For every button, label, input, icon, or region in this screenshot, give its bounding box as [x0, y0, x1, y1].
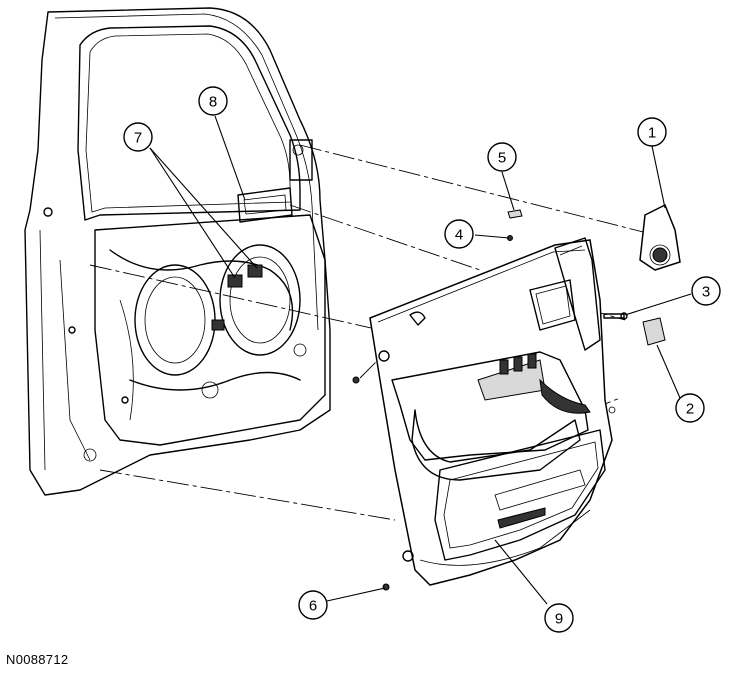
callout-circle [198, 86, 228, 116]
callout-8: 8 [198, 86, 228, 116]
callout-number: 7 [134, 130, 142, 147]
callout-number: 2 [686, 401, 694, 418]
callout-1: 1 [637, 117, 667, 147]
callout-3: 3 [691, 276, 721, 306]
callout-number: 8 [209, 94, 217, 111]
callout-circle [487, 142, 517, 172]
callout-number: 9 [555, 611, 563, 628]
door-frame [24, 7, 331, 496]
screw-lower [382, 583, 390, 591]
retainer-pin [603, 312, 628, 320]
callout-circle [544, 603, 574, 633]
callout-circle [675, 393, 705, 423]
trim-cover-cap [642, 317, 666, 346]
callout-2: 2 [675, 393, 705, 423]
sail-panel-speaker [639, 203, 681, 271]
callouts: 1 2 3 4 5 6 7 8 9 [123, 86, 721, 633]
callout-number: 3 [702, 284, 710, 301]
callout-circle [637, 117, 667, 147]
callout-circle [444, 219, 474, 249]
plug-upper [507, 209, 523, 219]
callout-4: 4 [444, 219, 474, 249]
callout-7: 7 [123, 122, 153, 152]
callout-circle [298, 590, 328, 620]
leader-lines [149, 115, 692, 605]
callout-6: 6 [298, 590, 328, 620]
door-trim-panel [369, 237, 616, 586]
callout-number: 1 [648, 125, 656, 142]
callout-circle [691, 276, 721, 306]
callout-circle [123, 122, 153, 152]
callout-number: 6 [309, 598, 317, 615]
callout-9: 9 [544, 603, 574, 633]
callout-5: 5 [487, 142, 517, 172]
screw-left [352, 376, 360, 384]
callout-number: 5 [498, 150, 506, 167]
callout-number: 4 [455, 227, 463, 244]
document-id: N0088712 [6, 652, 69, 667]
